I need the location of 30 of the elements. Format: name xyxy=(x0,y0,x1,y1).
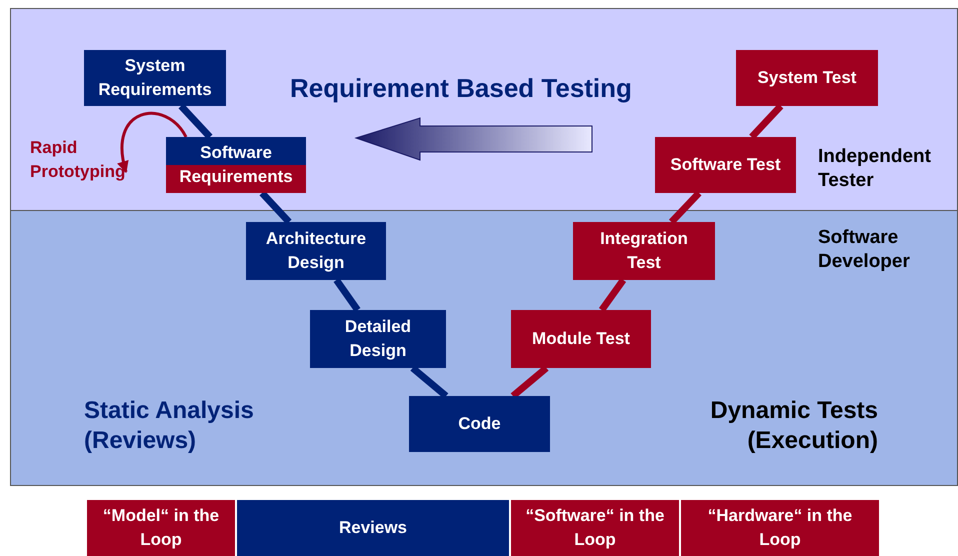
phase-cell: Reviews xyxy=(236,500,510,556)
connector-line xyxy=(178,104,212,140)
process-box: Architecture Design xyxy=(246,222,386,280)
process-box: Module Test xyxy=(511,310,651,368)
connector-line xyxy=(598,278,626,312)
process-box: System Requirements xyxy=(84,50,226,106)
connector-line xyxy=(749,104,784,140)
band-label: Dynamic Tests (Execution) xyxy=(709,396,878,456)
process-box: Software Requirements xyxy=(166,137,306,193)
phase-band xyxy=(10,210,958,486)
connector-line xyxy=(668,190,702,224)
process-box: Detailed Design xyxy=(310,310,446,368)
phase-cell: “Hardware“ in the Loop xyxy=(680,500,880,556)
annotation-text: Rapid Prototyping xyxy=(30,136,126,184)
connector-line xyxy=(410,365,448,399)
band-title: Requirement Based Testing xyxy=(290,72,633,105)
connector-line xyxy=(334,278,360,312)
band-title: Software Developer xyxy=(818,226,911,274)
phase-cell: “Model“ in the Loop xyxy=(86,500,236,556)
connector-line xyxy=(510,365,549,399)
process-box: Code xyxy=(409,396,550,452)
phase-cell: “Software“ in the Loop xyxy=(510,500,680,556)
band-label: Static Analysis (Reviews) xyxy=(84,396,255,456)
phase-band xyxy=(10,8,958,211)
band-label: Independent Tester xyxy=(818,145,932,193)
arrow xyxy=(118,112,188,174)
process-box: System Test xyxy=(736,50,878,106)
process-box: Integration Test xyxy=(573,222,715,280)
process-box: Software Test xyxy=(655,137,796,193)
connector-line xyxy=(259,190,292,224)
